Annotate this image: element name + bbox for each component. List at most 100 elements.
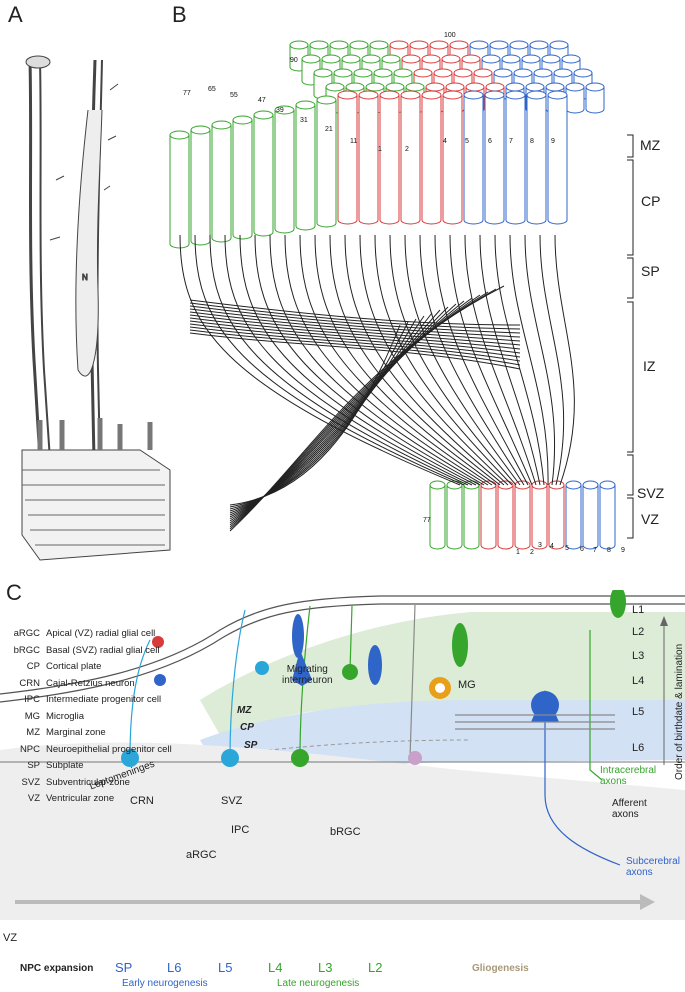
column-cylinder [379,90,400,225]
column-number: 1 [378,146,382,153]
column-number: 7 [593,547,597,554]
label-argc: aRGC [186,849,217,861]
column-cylinder [316,95,337,228]
axon-fiber [229,285,505,532]
column-number: 90 [290,57,298,64]
legend-full: Cajal-Retzius neuron [46,677,135,689]
axon-fiber [509,234,549,486]
column-cylinder [599,480,616,550]
zone-sp: SP [641,263,660,279]
axon-fiber [189,314,521,346]
layer-l4: L4 [632,675,645,687]
timeline-l6: L6 [167,960,182,975]
column-cylinder [531,480,548,550]
column-cylinder [463,90,484,225]
label-svz: SVZ [221,795,243,807]
column-cylinder [429,480,446,550]
column-number: 5 [465,138,469,145]
late-neurogenesis: Late neurogenesis [277,978,360,989]
column-number: 7 [509,138,513,145]
legend-full: Intermediate progenitor cell [46,694,162,705]
axon-fiber [189,302,521,330]
axon-fiber [329,234,501,486]
label-mz: MZ [237,705,252,716]
axon-fiber [189,320,521,354]
timeline-gliogenesis: Gliogenesis [472,963,529,974]
panel-b-zone-brackets [627,134,634,539]
axon-fiber [524,234,556,486]
legend-abbr: IPC [24,694,40,705]
layer-l5: L5 [632,706,645,718]
axon-fiber [179,234,461,486]
afferent-axons-label: Afferent axons [612,798,647,820]
axon-fiber [254,234,481,486]
column-cylinder [211,120,232,243]
axon-fiber [189,326,521,362]
legend-abbr: MZ [26,727,40,738]
column-cylinder [232,115,253,240]
panel-c-letter: C [6,580,22,605]
zone-iz: IZ [643,358,656,374]
legend-abbr: SP [27,760,40,771]
axon-fiber [404,234,521,486]
axon-fiber [189,311,521,342]
axon-fiber [224,234,473,486]
column-number: 8 [530,138,534,145]
column-number: 65 [208,86,216,93]
order-label: Order of birthdate & lamination [674,643,685,780]
axon-fiber [194,234,465,486]
label-ipc: IPC [231,824,250,836]
legend-abbr: VZ [27,793,40,804]
legend-row: bRGC Basal (SVZ) radial glial cell [6,645,160,656]
column-number: 5 [565,545,569,552]
column-cylinder [446,480,463,550]
column-number: 77 [183,90,191,97]
axon-fiber [239,234,477,486]
column-number: 6 [488,138,492,145]
axon-fiber [479,234,541,486]
nucleus-label: N [82,273,88,282]
column-cylinder [514,480,531,550]
label-cp: CP [240,722,254,733]
legend-abbr: CP [26,661,40,672]
axon-fiber [494,234,545,486]
zone-mz: MZ [640,137,661,153]
axon-fiber [449,234,533,486]
legend-full: Basal (SVZ) radial glial cell [46,644,160,656]
column-cylinder [295,100,316,231]
axon-fiber [209,234,469,486]
axon-fiber [374,234,513,486]
legend-abbr: aRGC [13,628,40,639]
column-number: 9 [621,547,625,554]
zone-vz: VZ [641,511,659,527]
column-number: 4 [443,138,447,145]
column-number: 4 [550,543,554,550]
legend-abbr: bRGC [13,644,40,656]
axon-fiber [284,234,489,486]
column-number: 9 [551,138,555,145]
column-cylinder [337,90,358,225]
column-cylinder [484,90,505,225]
legend-abbr: SVZ [21,776,40,788]
panel-c-cortex [0,590,685,920]
column-number: 55 [230,92,238,99]
layer-l1: L1 [632,604,645,616]
legend-full: Subventricular zone [46,776,130,788]
column-number: 77 [423,517,431,524]
column-cylinder [497,480,514,550]
legend-row: aRGC Apical (VZ) radial glial cell [6,628,156,639]
axon-fiber [189,329,521,366]
column-cylinder [463,480,480,550]
axon-fiber [344,234,505,486]
column-cylinder [400,90,421,225]
early-neurogenesis: Early neurogenesis [122,978,208,989]
column-cylinder [442,90,463,225]
axon-fiber [554,234,575,486]
legend-full: Apical (VZ) radial glial cell [46,628,156,639]
column-cylinder [253,110,274,237]
